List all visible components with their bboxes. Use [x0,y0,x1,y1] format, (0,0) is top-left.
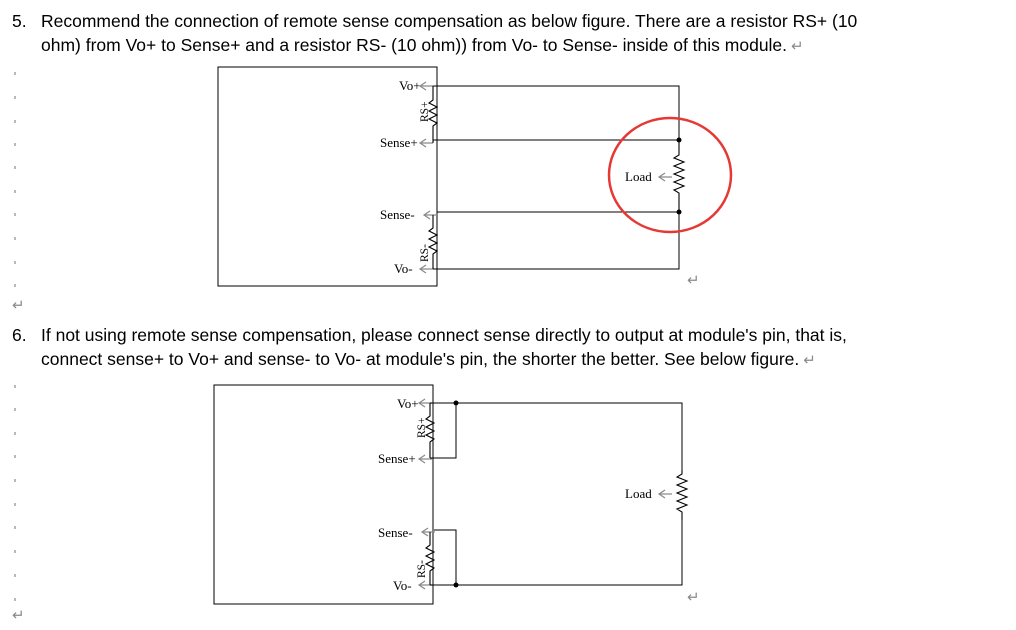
step-6-number: 6. [12,325,27,345]
figure-remote-sense: Vo+ Sense+ Sense- Vo- RS+ RS- Load [217,66,733,287]
short-link-plus [430,402,457,459]
pin-label-vo-plus: Vo+ [397,396,419,411]
step-6-text: If not using remote sense compensation, … [41,323,1011,373]
arrow-mark-icon [418,138,433,148]
pin-label-sense-plus: Sense+ [378,451,416,466]
module-box [217,66,438,287]
paragraph-mark: ↵ [803,352,816,369]
arrow-mark-icon [657,172,672,182]
arrow-mark-icon [418,264,433,274]
arrow-mark-icon [420,527,435,537]
margin-tick [14,166,16,169]
resistor-label-rs-plus: RS+ [416,417,428,438]
pin-label-vo-plus: Vo+ [399,78,421,93]
step-5-number: 5. [12,11,27,31]
load-label: Load [625,486,652,501]
load-resistor [672,140,686,212]
margin-tick [14,455,16,458]
step-5-line-2: ohm) from Vo+ to Sense+ and a resistor R… [41,33,1011,59]
arrow-mark-icon [422,210,437,220]
pin-label-sense-minus: Sense- [378,525,413,540]
highlight-circle [607,116,733,234]
margin-tick [14,385,16,388]
margin-tick [14,213,16,216]
pin-label-sense-minus: Sense- [380,207,415,222]
step-5-line-1: Recommend the connection of remote sense… [41,11,858,31]
wire-vo-minus [456,520,683,586]
resistor-label-rs-minus: RS- [416,560,428,578]
margin-tick [14,550,16,553]
margin-tick [14,574,16,577]
arrow-mark-icon [417,454,432,464]
margin-tick [14,479,16,482]
load-resistor [675,470,689,520]
margin-tick [14,432,16,435]
step-5-line-2-text: ohm) from Vo+ to Sense+ and a resistor R… [41,35,788,55]
module-box [213,384,434,605]
arrow-mark-icon [418,81,433,91]
empty-paragraph-mark: ↵ [12,607,25,624]
paragraph-mark: ↵ [687,589,700,606]
step-5-text: Recommend the connection of remote sense… [41,9,1011,59]
margin-tick [14,261,16,264]
wire-vo-plus [433,85,680,140]
margin-tick [14,598,16,601]
paragraph-mark: ↵ [687,272,700,289]
resistor-rs-minus [427,215,439,269]
wire-vo-plus [456,402,683,470]
arrow-mark-icon [657,489,672,499]
step-6-line-1: If not using remote sense compensation, … [41,325,847,345]
wire-vo-minus [433,212,680,270]
paragraph-mark: ↵ [791,38,804,55]
margin-tick [14,526,16,529]
step-6-line-2-text: connect sense+ to Vo+ and sense- to Vo- … [41,349,800,369]
margin-tick [14,96,16,99]
resistor-label-rs-minus: RS- [419,244,431,262]
resistor-label-rs-plus: RS+ [419,101,431,122]
margin-tick [14,237,16,240]
margin-tick [14,72,16,75]
pin-label-vo-minus: Vo- [394,261,413,276]
margin-tick [14,190,16,193]
pin-label-vo-minus: Vo- [393,578,412,593]
margin-tick [14,284,16,287]
short-link-minus [430,529,457,586]
pin-label-sense-plus: Sense+ [380,135,418,150]
margin-tick [14,503,16,506]
resistor-rs-plus [424,403,436,458]
step-6-line-2: connect sense+ to Vo+ and sense- to Vo- … [41,347,1011,373]
resistor-rs-minus [424,532,436,585]
margin-tick [14,143,16,146]
margin-tick [14,120,16,123]
empty-paragraph-mark: ↵ [12,297,25,314]
figure-direct-sense: Vo+ Sense+ Sense- Vo- RS+ RS- Load [213,384,689,605]
resistor-rs-plus [427,86,439,143]
margin-tick [14,408,16,411]
load-label: Load [625,169,652,184]
